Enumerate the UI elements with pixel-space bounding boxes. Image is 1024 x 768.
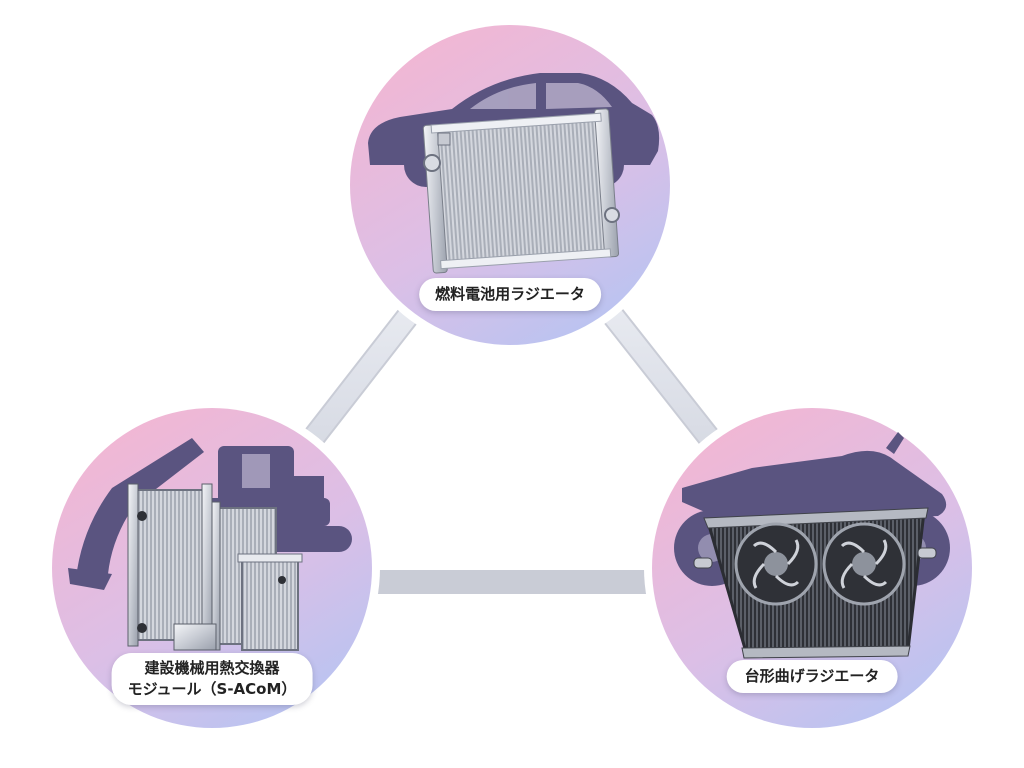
product-trapezoidal-radiator: 台形曲げラジエータ — [642, 398, 982, 738]
product-label-line: モジュール（S-ACoM） — [127, 680, 297, 698]
construction-artwork — [44, 400, 380, 736]
product-label-construction: 建設機械用熱交換器 モジュール（S-ACoM） — [111, 653, 313, 705]
product-label-line: 燃料電池用ラジエータ — [435, 285, 585, 303]
radiator-icon — [422, 108, 620, 274]
fan-icon — [822, 522, 906, 606]
product-label-trapezoidal: 台形曲げラジエータ — [726, 660, 898, 693]
fan-icon — [734, 522, 818, 606]
radiator-icon — [127, 483, 303, 651]
product-label-fuel-cell: 燃料電池用ラジエータ — [419, 278, 601, 311]
fuel-cell-artwork — [342, 17, 678, 353]
motorcycle-artwork — [644, 400, 980, 736]
product-fuel-cell-radiator: 燃料電池用ラジエータ — [340, 15, 680, 355]
product-label-line: 台形曲げラジエータ — [744, 667, 880, 685]
product-label-line: 建設機械用熱交換器 — [144, 659, 280, 677]
product-construction-heat-exchanger: 建設機械用熱交換器 モジュール（S-ACoM） — [42, 398, 382, 738]
